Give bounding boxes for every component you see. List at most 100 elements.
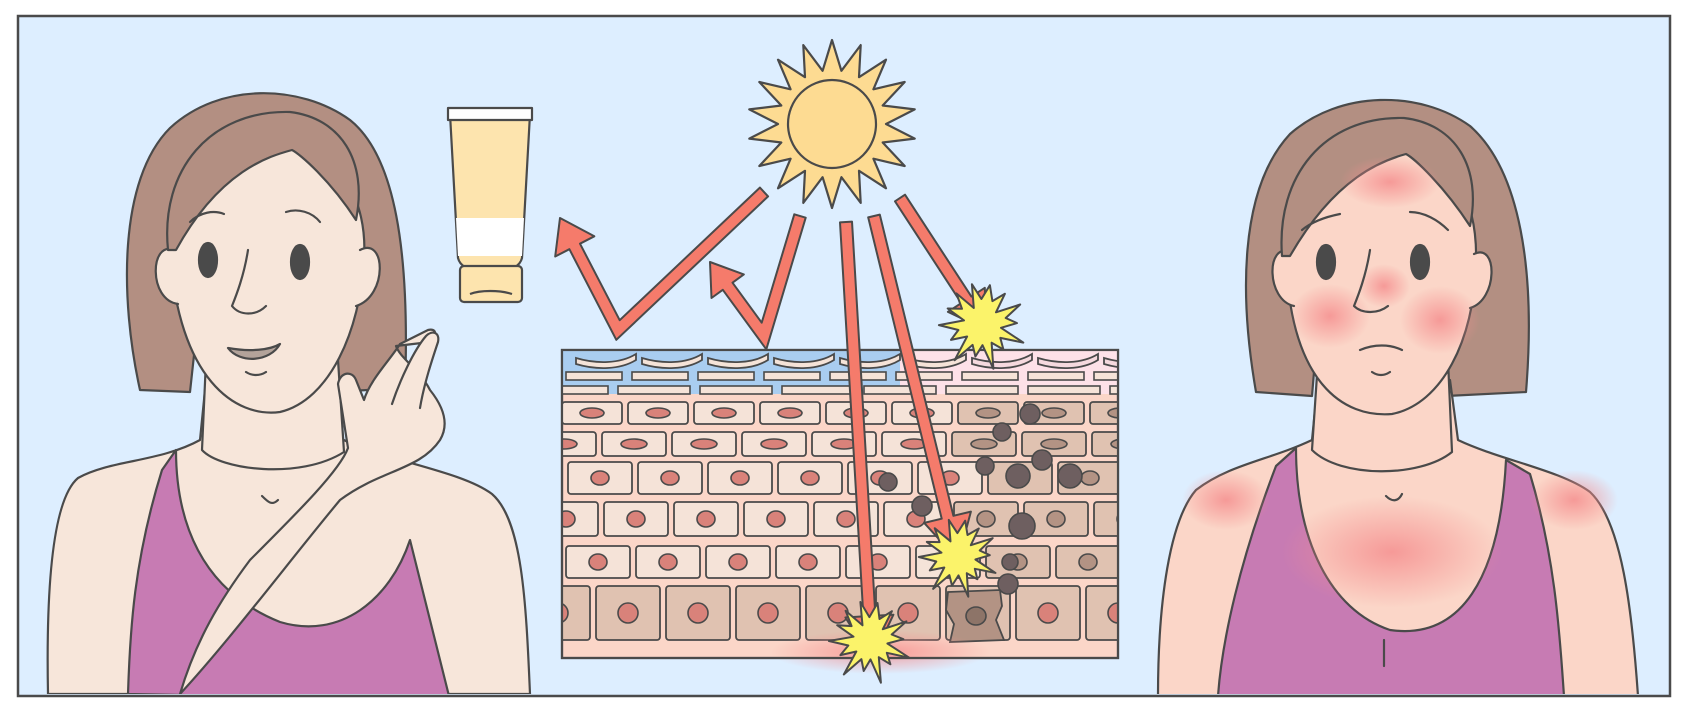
surface-flake (1037, 352, 1099, 369)
flat-cell (781, 385, 855, 395)
surface-flake (641, 352, 703, 369)
skin-cell (1089, 401, 1118, 425)
flat-cell (1027, 385, 1101, 395)
melanin-granule (992, 422, 1012, 442)
cell-nucleus (645, 407, 671, 419)
cell-nucleus (658, 553, 678, 571)
sunscreen-tube-icon (446, 106, 534, 304)
cell-nucleus (1041, 407, 1067, 419)
skin-cell (562, 585, 591, 641)
cell-nucleus (660, 470, 680, 486)
melanin-granule (1005, 463, 1031, 489)
cell-nucleus (800, 470, 820, 486)
flat-cell (697, 371, 755, 381)
cell-nucleus (579, 407, 605, 419)
right-nose-redness (1358, 264, 1410, 308)
right-shoulder-redness-right (1530, 470, 1618, 530)
right-brow-left (1300, 212, 1342, 232)
left-collar-line (260, 494, 280, 505)
surface-flake (707, 352, 769, 369)
skin-cell (1093, 501, 1118, 537)
mid-damage-burst (917, 518, 997, 598)
right-mouth (1358, 344, 1404, 352)
left-nose (230, 248, 268, 315)
surface-flake (773, 352, 835, 369)
cell-nucleus (777, 407, 803, 419)
uv-damage-bursts (827, 283, 1025, 684)
flat-cell (565, 371, 623, 381)
melanin-granule (975, 456, 995, 476)
woman-with-sunburn (1156, 98, 1639, 694)
cell-nucleus (757, 602, 779, 624)
cell-nucleus (617, 602, 639, 624)
cell-nucleus (827, 602, 849, 624)
woman-with-sunscreen (46, 92, 532, 694)
cell-nucleus (728, 553, 748, 571)
cell-nucleus (690, 438, 718, 450)
cell-nucleus (1078, 553, 1098, 571)
left-pointing-hand (178, 328, 446, 694)
cell-nucleus (626, 510, 646, 528)
cell-nucleus (975, 407, 1001, 419)
left-brow-left (188, 211, 226, 224)
skin-cell (562, 501, 599, 537)
skin-cell (1085, 585, 1118, 641)
left-smile (226, 342, 282, 360)
right-forehead-redness (1340, 156, 1440, 208)
skin-layers-cross-section (560, 348, 1120, 674)
cell-nucleus (620, 438, 648, 450)
melanin-granule (1057, 463, 1083, 489)
cell-nucleus (976, 510, 996, 528)
right-cheek-redness-left (1290, 284, 1370, 348)
melanin-granule (878, 472, 898, 492)
cell-nucleus (1107, 407, 1118, 419)
right-collar-line (1384, 492, 1404, 502)
cell-nucleus (1040, 438, 1068, 450)
melanin-granule (1008, 512, 1036, 540)
right-nose (1352, 248, 1390, 314)
flat-cell (1109, 385, 1118, 395)
reflected-ray-arrow-short (709, 213, 807, 351)
flat-cell (631, 371, 689, 381)
melanin-granule (911, 495, 933, 517)
surface-flake (575, 352, 637, 369)
cell-nucleus (798, 553, 818, 571)
cell-nucleus (730, 470, 750, 486)
right-eye-left (1315, 243, 1337, 281)
flat-cell (895, 371, 953, 381)
right-ear-b (1468, 251, 1493, 310)
skin-section-outline (560, 348, 1120, 660)
right-tank-top (1217, 446, 1565, 694)
cell-nucleus (1046, 510, 1066, 528)
melanin-granule (1001, 553, 1019, 571)
melanin-granule (997, 573, 1019, 595)
flat-cell (1027, 371, 1085, 381)
sun-core (786, 78, 878, 170)
cell-nucleus (562, 510, 576, 528)
cell-nucleus (588, 553, 608, 571)
damaged-cell-nucleus (965, 606, 987, 626)
reflected-ray-arrow-long (554, 186, 770, 341)
right-shoulder-redness-left (1182, 470, 1270, 530)
left-finger (390, 331, 440, 410)
cell-nucleus (760, 438, 788, 450)
flat-cell (863, 385, 937, 395)
flat-cell (1093, 371, 1118, 381)
cell-nucleus (1107, 602, 1118, 624)
cell-nucleus (590, 470, 610, 486)
sunscreen-tube-crimp (446, 106, 534, 122)
sun-icon (748, 38, 916, 210)
cell-nucleus (687, 602, 709, 624)
cell-nucleus (1037, 602, 1059, 624)
right-eye-right (1409, 243, 1431, 281)
cell-nucleus (970, 438, 998, 450)
skin-cell (562, 431, 597, 457)
deep-damage-burst (827, 601, 911, 684)
skin-cell (1091, 431, 1118, 457)
right-cheek-redness-right (1400, 286, 1480, 354)
surface-damage-burst (937, 283, 1025, 370)
left-eye-right (289, 243, 311, 281)
sunscreen-tube-cap (458, 264, 524, 304)
cell-nucleus (1110, 438, 1118, 450)
